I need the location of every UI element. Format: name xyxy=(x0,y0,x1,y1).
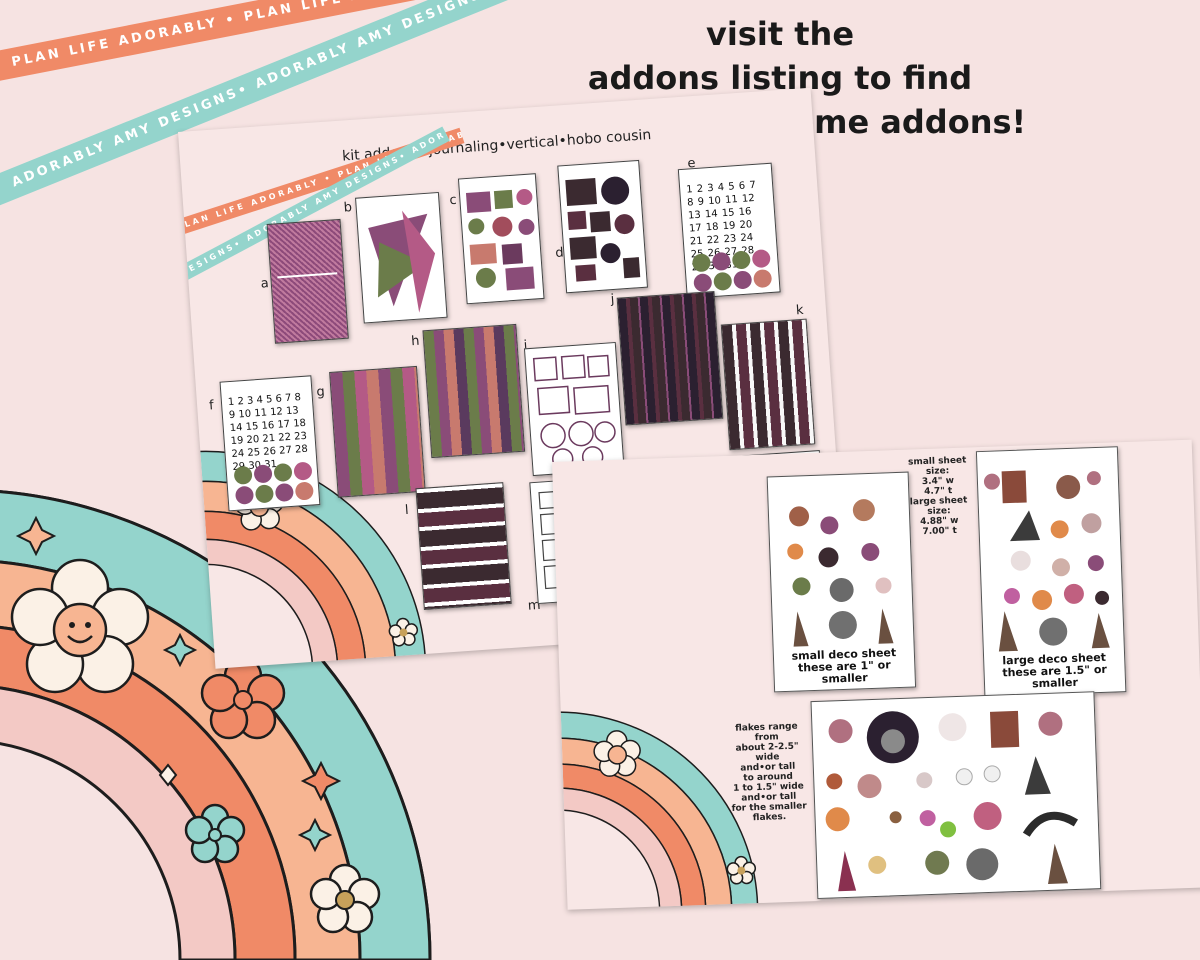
addon-sheet-h xyxy=(422,323,526,459)
addons-card: kit addons : journaling•vertical•hobo co… xyxy=(178,87,848,669)
white-flower-icon xyxy=(309,863,381,934)
addon-sheet-b xyxy=(355,191,448,324)
headline-line1: visit the xyxy=(705,15,855,53)
size-note-l1: small sheet size: xyxy=(907,455,967,477)
addon-sheet-d xyxy=(557,159,648,294)
sheet-label-h: h xyxy=(410,333,420,350)
mint-flower-icon xyxy=(184,803,246,864)
sheet-label-f: f xyxy=(208,398,215,414)
size-note-l6: 7.00" t xyxy=(922,525,957,538)
small-deco-caption2: these are 1" or smaller xyxy=(797,658,891,686)
addon-sheet-j xyxy=(616,290,724,426)
small-deco-sheet: small deco sheet these are 1" or smaller xyxy=(766,471,917,693)
sheet-label-a: a xyxy=(260,276,270,292)
sheet-label-g: g xyxy=(315,384,326,400)
flakes-note: flakes range from about 2-2.5" wide and•… xyxy=(723,721,812,824)
addon-sheet-g xyxy=(329,365,426,498)
size-note-l4: large sheet size: xyxy=(909,495,968,517)
sheet-label-k: k xyxy=(795,302,805,319)
sheet-label-c: c xyxy=(448,192,458,209)
sheet-label-j: j xyxy=(610,291,615,308)
large-deco-sheet: large deco sheet these are 1.5" or small… xyxy=(975,446,1127,698)
coral-flower-icon xyxy=(200,656,286,740)
sheet-label-b: b xyxy=(343,200,353,216)
deco-card: small deco sheet these are 1" or smaller… xyxy=(552,439,1200,910)
smiley-flower-icon xyxy=(10,558,150,694)
flakes-sheet xyxy=(810,691,1102,900)
addon-sheet-c xyxy=(457,173,545,305)
addon-sheet-f: 1 2 3 4 5 6 7 8 9 10 11 12 13 14 15 16 1… xyxy=(219,375,321,512)
size-note: small sheet size: 3.4" w 4.7" t large sh… xyxy=(902,455,975,538)
addon-sheet-l xyxy=(415,482,512,611)
deco-card-rainbow xyxy=(559,711,759,910)
large-deco-caption2: these are 1.5" or smaller xyxy=(1002,662,1108,691)
addon-sheet-i xyxy=(523,341,625,477)
addon-sheet-a xyxy=(266,218,349,344)
addon-sheet-e: 1 2 3 4 5 6 7 8 9 10 11 12 13 14 15 16 1… xyxy=(677,162,781,299)
addon-sheet-k xyxy=(720,318,816,451)
